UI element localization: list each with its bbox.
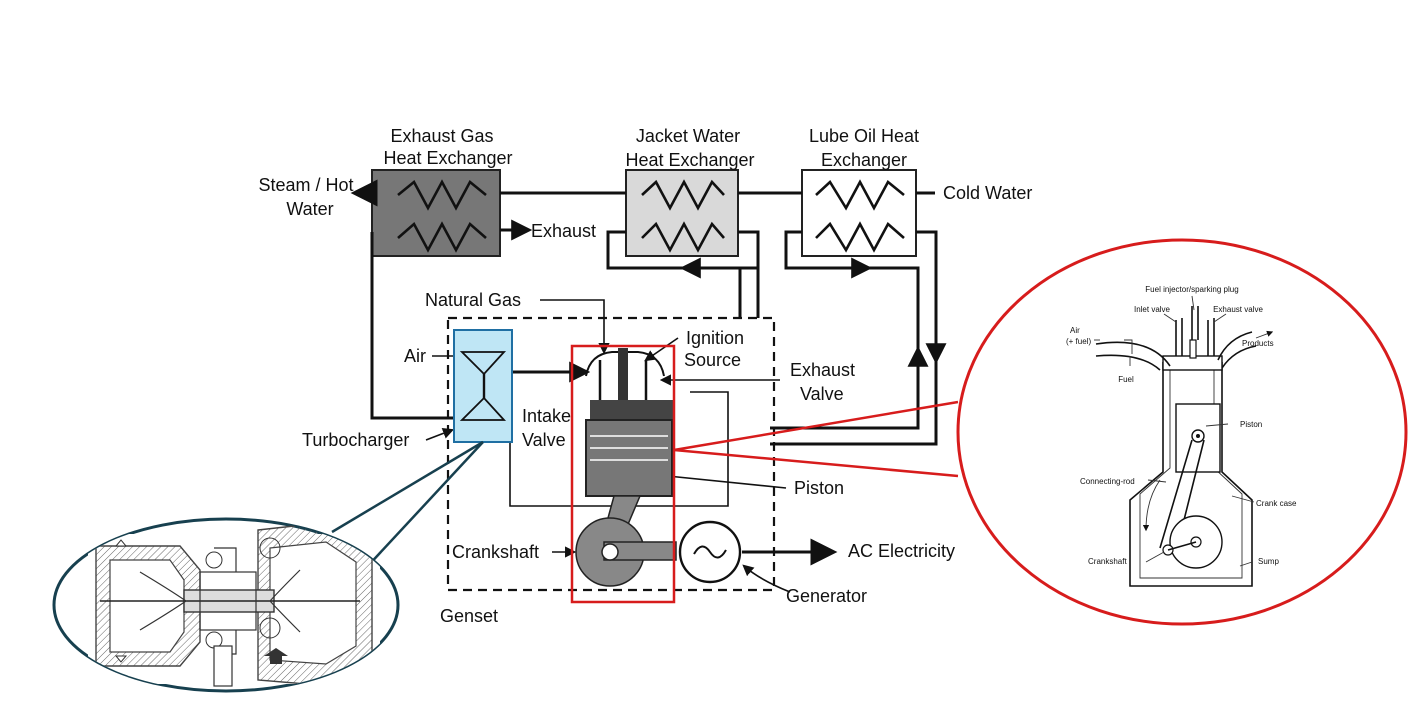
- inlet-valve-label: Inlet valve: [1134, 305, 1171, 314]
- sump-label: Sump: [1258, 557, 1279, 566]
- jacket-hx-title-1: Jacket Water: [636, 126, 740, 146]
- turbocharger-label: Turbocharger: [302, 430, 409, 450]
- fuel-injector-label: Fuel injector/sparking plug: [1145, 285, 1238, 294]
- cold-water-label: Cold Water: [943, 183, 1032, 203]
- connecting-rod-label: Connecting-rod: [1080, 477, 1135, 486]
- ac-electricity-label: AC Electricity: [848, 541, 955, 561]
- jacket-water-heat-exchanger: [625, 169, 739, 257]
- engine-callout: [673, 238, 1408, 626]
- products-label: Products: [1242, 339, 1274, 348]
- fuel-detail-label: Fuel: [1118, 375, 1134, 384]
- crankshaft-label: Crankshaft: [452, 542, 539, 562]
- crank-case-label: Crank case: [1256, 499, 1297, 508]
- generator-label: Generator: [786, 586, 867, 606]
- piston-label: Piston: [794, 478, 844, 498]
- crankshaft-detail-label: Crankshaft: [1088, 557, 1127, 566]
- jacket-hx-title-2: Heat Exchanger: [625, 150, 754, 170]
- turbocharger-cross-section: [88, 519, 380, 687]
- exhaust-valve-label-1: Exhaust: [790, 360, 855, 380]
- exhaust-hx-title-2: Heat Exchanger: [383, 148, 512, 168]
- exhaust-label: Exhaust: [531, 221, 596, 241]
- exhaust-gas-heat-exchanger: [371, 169, 501, 257]
- engine-cross-section: [1094, 295, 1274, 587]
- intake-valve-label-1: Intake: [522, 406, 571, 426]
- ignition-label-1: Ignition: [686, 328, 744, 348]
- ignition-label-2: Source: [684, 350, 741, 370]
- engine-cylinder: [575, 348, 742, 587]
- steam-label-2: Water: [286, 199, 333, 219]
- engine-highlight-box: [570, 344, 676, 604]
- lube-hx-title-2: Exchanger: [821, 150, 907, 170]
- exhaust-valve-label-2: Valve: [800, 384, 844, 404]
- turbocharger: [453, 329, 513, 443]
- steam-label-1: Steam / Hot: [258, 175, 353, 195]
- lube-hx-title-1: Lube Oil Heat: [809, 126, 919, 146]
- piston-detail-label: Piston: [1240, 420, 1262, 429]
- exhaust-hx-title-1: Exhaust Gas: [390, 126, 493, 146]
- natural-gas-label: Natural Gas: [425, 290, 521, 310]
- air-label: Air: [404, 346, 426, 366]
- genset-label: Genset: [440, 606, 498, 626]
- lube-oil-heat-exchanger: [801, 169, 917, 257]
- exhaust-valve-detail-label: Exhaust valve: [1213, 305, 1263, 314]
- intake-valve-label-2: Valve: [522, 430, 566, 450]
- air-detail-label-1: Air: [1070, 326, 1080, 335]
- turbocharger-callout: [52, 440, 484, 693]
- air-detail-label-2: (+ fuel): [1066, 337, 1091, 346]
